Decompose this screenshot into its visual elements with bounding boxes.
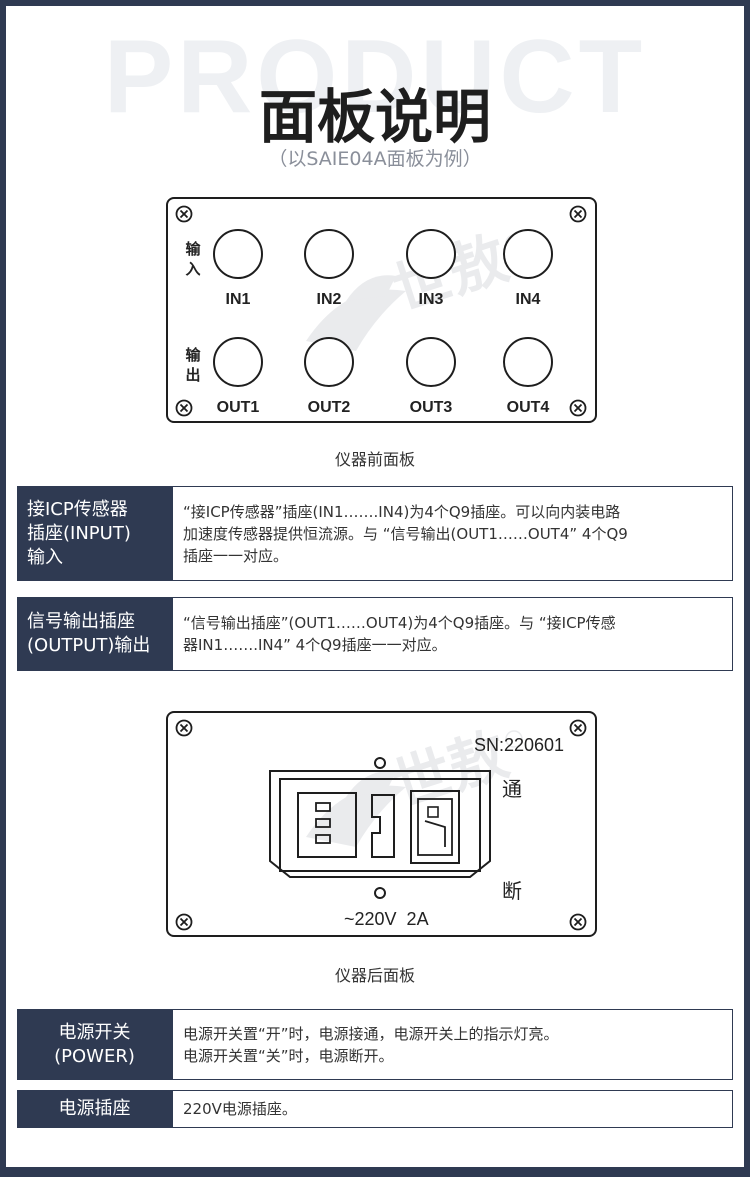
output-label-out1: OUT1: [216, 399, 260, 416]
screw-icon: [569, 913, 587, 931]
page-subtitle: （以SAIE04A面板为例）: [268, 148, 482, 170]
screw-icon: [175, 719, 193, 737]
info-row-input: 接ICP传感器 插座(INPUT) 输入 “接ICP传感器”插座(IN1…….I…: [17, 486, 733, 581]
serial-number: SN:220601: [474, 735, 565, 755]
row-body: 电源开关置“开”时，电源接通，电源开关上的指示灯亮。 电源开关置“关”时，电源断…: [172, 1009, 733, 1080]
row-head: 电源开关 (POWER): [17, 1009, 172, 1080]
switch-off-label: 断: [502, 879, 522, 903]
input-jack-3: [406, 229, 456, 279]
screw-icon: [569, 205, 587, 223]
screw-icon: [175, 399, 193, 417]
info-row-power-socket: 电源插座 220V电源插座。: [17, 1090, 733, 1128]
rocker-switch-icon: [410, 790, 460, 864]
screw-icon: [569, 399, 587, 417]
power-module: [269, 757, 491, 899]
input-jack-1: [213, 229, 263, 279]
rear-panel: 世敖 SN:220601 通 断 ~220V 2A: [166, 711, 597, 937]
output-label-out3: OUT3: [409, 399, 453, 416]
input-label-in3: IN3: [418, 291, 444, 308]
input-label-in4: IN4: [515, 291, 541, 308]
input-label-in1: IN1: [225, 291, 251, 308]
row-head-text: 接ICP传感器 插座(INPUT) 输入: [27, 498, 131, 568]
row-head-text: 信号输出插座 (OUTPUT)输出: [27, 611, 151, 656]
screw-icon: [569, 719, 587, 737]
rear-panel-caption: 仪器后面板: [334, 966, 415, 985]
screw-icon: [175, 205, 193, 223]
row-body: “接ICP传感器”插座(IN1…….IN4)为4个Q9插座。可以向内装电路 加速…: [172, 486, 733, 581]
row-head: 接ICP传感器 插座(INPUT) 输入: [17, 486, 172, 581]
page-title: 面板说明: [258, 83, 491, 151]
row-head-text: 电源插座: [58, 1098, 131, 1119]
output-jack-3: [406, 337, 456, 387]
output-jack-4: [503, 337, 553, 387]
row-body-text: “接ICP传感器”插座(IN1…….IN4)为4个Q9插座。可以向内装电路 加速…: [183, 502, 628, 565]
output-label-out2: OUT2: [307, 399, 351, 416]
row-body-text: 220V电源插座。: [183, 1100, 297, 1118]
screw-icon: [175, 913, 193, 931]
row-head-text: 电源开关 (POWER): [54, 1021, 135, 1067]
output-jack-2: [304, 337, 354, 387]
row-body-text: 电源开关置“开”时，电源接通，电源开关上的指示灯亮。 电源开关置“关”时，电源断…: [183, 1024, 559, 1065]
header-watermark: PRODUCT: [103, 19, 647, 135]
front-panel-caption: 仪器前面板: [334, 450, 415, 469]
input-jack-4: [503, 229, 553, 279]
front-panel: 世敖 输 入 输 出 IN1 IN2 IN3 IN4 OUT1 OUT2 OUT…: [166, 197, 597, 423]
input-jack-2: [304, 229, 354, 279]
row-body: “信号输出插座”(OUT1……OUT4)为4个Q9插座。与 “接ICP传感 器I…: [172, 597, 733, 671]
row-body-text: “信号输出插座”(OUT1……OUT4)为4个Q9插座。与 “接ICP传感 器I…: [183, 614, 616, 654]
info-row-output: 信号输出插座 (OUTPUT)输出 “信号输出插座”(OUT1……OUT4)为4…: [17, 597, 733, 671]
output-jack-1: [213, 337, 263, 387]
power-rating: ~220V 2A: [344, 909, 429, 929]
switch-on-label: 通: [502, 777, 522, 801]
output-label: 输 出: [185, 346, 201, 384]
input-label: 输 入: [185, 240, 201, 278]
row-head: 信号输出插座 (OUTPUT)输出: [17, 597, 172, 671]
info-row-power-switch: 电源开关 (POWER) 电源开关置“开”时，电源接通，电源开关上的指示灯亮。 …: [17, 1009, 733, 1080]
input-label-in2: IN2: [316, 291, 342, 308]
power-socket-icon: [297, 792, 357, 858]
row-body: 220V电源插座。: [172, 1090, 733, 1128]
output-label-out4: OUT4: [506, 399, 550, 416]
row-head: 电源插座: [17, 1090, 172, 1128]
